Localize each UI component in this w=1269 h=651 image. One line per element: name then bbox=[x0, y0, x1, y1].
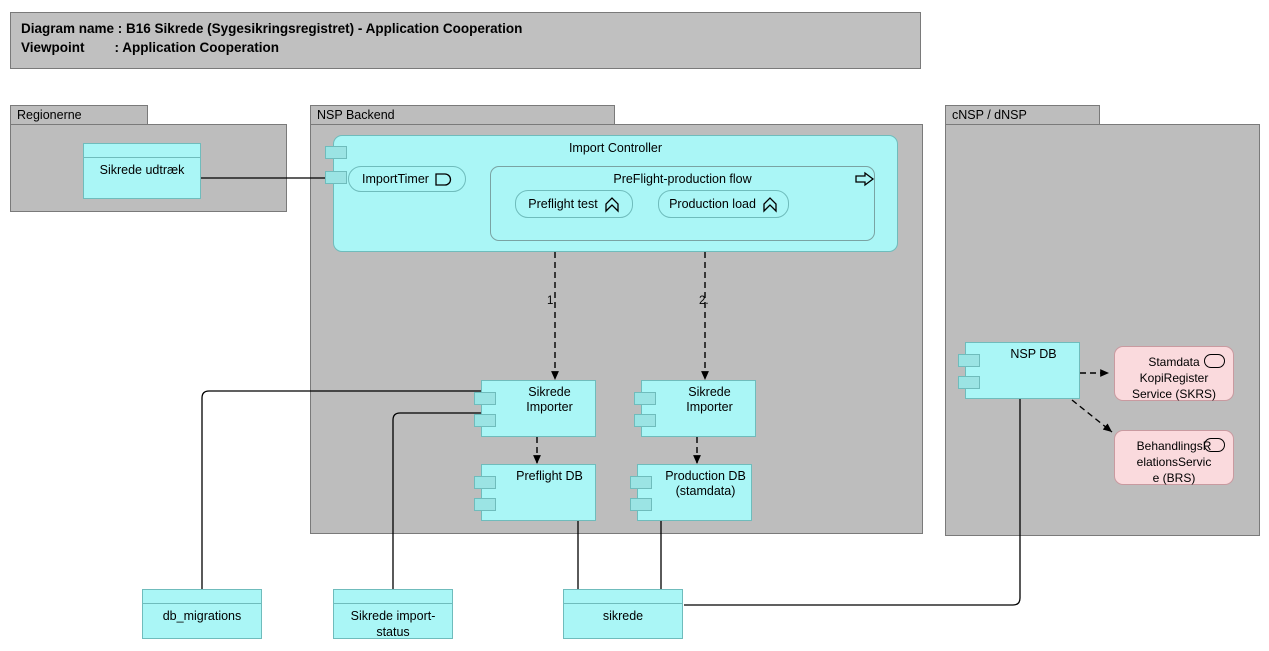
data-object-header-band bbox=[334, 590, 452, 604]
production-db-label-line1: Production DB bbox=[665, 469, 746, 483]
application-component-nsp-db[interactable]: NSP DB bbox=[958, 342, 1080, 399]
preflight-test-label: Preflight test bbox=[528, 197, 598, 211]
application-process-preflight-test[interactable]: Preflight test bbox=[515, 190, 633, 218]
component-port bbox=[474, 498, 496, 511]
component-port bbox=[634, 392, 656, 405]
db-migrations-label: db_migrations bbox=[162, 609, 242, 623]
application-interface-icon bbox=[1204, 354, 1225, 368]
application-event-icon bbox=[435, 172, 452, 186]
application-process-production-load[interactable]: Production load bbox=[658, 190, 789, 218]
application-component-preflight-db[interactable]: Preflight DB bbox=[474, 464, 596, 521]
application-component-sikrede-importer-1[interactable]: Sikrede Importer bbox=[474, 380, 596, 437]
application-collaboration-preflight-production-flow[interactable]: PreFlight-production flow bbox=[490, 166, 875, 241]
sikrede-import-status-label: Sikrede import- status bbox=[337, 608, 449, 640]
application-service-skrs[interactable]: Stamdata KopiRegister Service (SKRS) bbox=[1114, 346, 1234, 401]
data-object-sikrede[interactable]: sikrede bbox=[563, 589, 683, 639]
brs-label-line2: elationsServic bbox=[1136, 455, 1212, 469]
production-db-label: Production DB (stamdata) bbox=[664, 469, 747, 499]
import-status-label-line2: status bbox=[376, 625, 410, 639]
sikrede-importer-2-label: Sikrede Importer bbox=[686, 385, 733, 414]
application-component-sikrede-importer-2[interactable]: Sikrede Importer bbox=[634, 380, 756, 437]
edge-label-2: 2. bbox=[699, 295, 709, 307]
data-object-db-migrations[interactable]: db_migrations bbox=[142, 589, 262, 639]
application-process-icon bbox=[604, 196, 620, 213]
brs-label-line1: BehandlingsR bbox=[1136, 439, 1212, 453]
component-port bbox=[958, 354, 980, 367]
data-object-header-band bbox=[143, 590, 261, 604]
data-object-header-band bbox=[84, 144, 200, 158]
import-timer-label: ImportTimer bbox=[362, 172, 429, 186]
preflight-db-label: Preflight DB bbox=[516, 469, 583, 483]
data-object-label: Sikrede udtræk bbox=[99, 163, 185, 177]
diagram-title-box: Diagram name : B16 Sikrede (Sygesikrings… bbox=[10, 12, 921, 69]
nsp-db-label: NSP DB bbox=[1010, 347, 1057, 361]
component-port bbox=[474, 414, 496, 427]
data-object-header-band bbox=[564, 590, 682, 604]
group-regionerne-label: Regionerne bbox=[10, 105, 148, 124]
viewpoint-line: Viewpoint : Application Cooperation bbox=[21, 40, 280, 55]
import-controller-label: Import Controller bbox=[568, 141, 663, 155]
application-component-production-db[interactable]: Production DB (stamdata) bbox=[630, 464, 752, 521]
edge-label-1: 1. bbox=[547, 295, 557, 307]
brs-label-line3: e (BRS) bbox=[1152, 471, 1196, 485]
sikrede-label: sikrede bbox=[602, 609, 644, 623]
production-load-label: Production load bbox=[669, 197, 756, 211]
component-port bbox=[634, 414, 656, 427]
preflight-flow-label: PreFlight-production flow bbox=[613, 172, 752, 186]
brs-label: BehandlingsR elationsServic e (BRS) bbox=[1119, 438, 1229, 486]
diagram-name-line: Diagram name : B16 Sikrede (Sygesikrings… bbox=[21, 21, 523, 36]
component-port bbox=[474, 476, 496, 489]
component-port bbox=[630, 476, 652, 489]
component-port bbox=[474, 392, 496, 405]
skrs-label: Stamdata KopiRegister Service (SKRS) bbox=[1119, 354, 1229, 402]
data-object-sikrede-import-status[interactable]: Sikrede import- status bbox=[333, 589, 453, 639]
import-controller-port-1 bbox=[325, 146, 347, 159]
application-interface-icon bbox=[1204, 438, 1225, 452]
sikrede-importer-1-label: Sikrede Importer bbox=[526, 385, 573, 414]
import-controller-port-2 bbox=[325, 171, 347, 184]
component-port bbox=[958, 376, 980, 389]
data-object-sikrede-udtraek[interactable]: Sikrede udtræk bbox=[83, 143, 201, 199]
flow-arrow-icon bbox=[855, 171, 875, 187]
group-cnsp-dnsp-label: cNSP / dNSP bbox=[945, 105, 1100, 124]
import-status-label-line1: Sikrede import- bbox=[350, 609, 436, 623]
application-service-brs[interactable]: BehandlingsR elationsServic e (BRS) bbox=[1114, 430, 1234, 485]
component-port bbox=[630, 498, 652, 511]
application-process-icon bbox=[762, 196, 778, 213]
group-nsp-backend-label: NSP Backend bbox=[310, 105, 615, 124]
skrs-label-line2: KopiRegister bbox=[1139, 371, 1209, 385]
application-event-import-timer[interactable]: ImportTimer bbox=[348, 166, 466, 192]
production-db-label-line2: (stamdata) bbox=[675, 484, 736, 498]
skrs-label-line1: Stamdata bbox=[1148, 355, 1200, 369]
skrs-label-line3: Service (SKRS) bbox=[1131, 387, 1217, 401]
